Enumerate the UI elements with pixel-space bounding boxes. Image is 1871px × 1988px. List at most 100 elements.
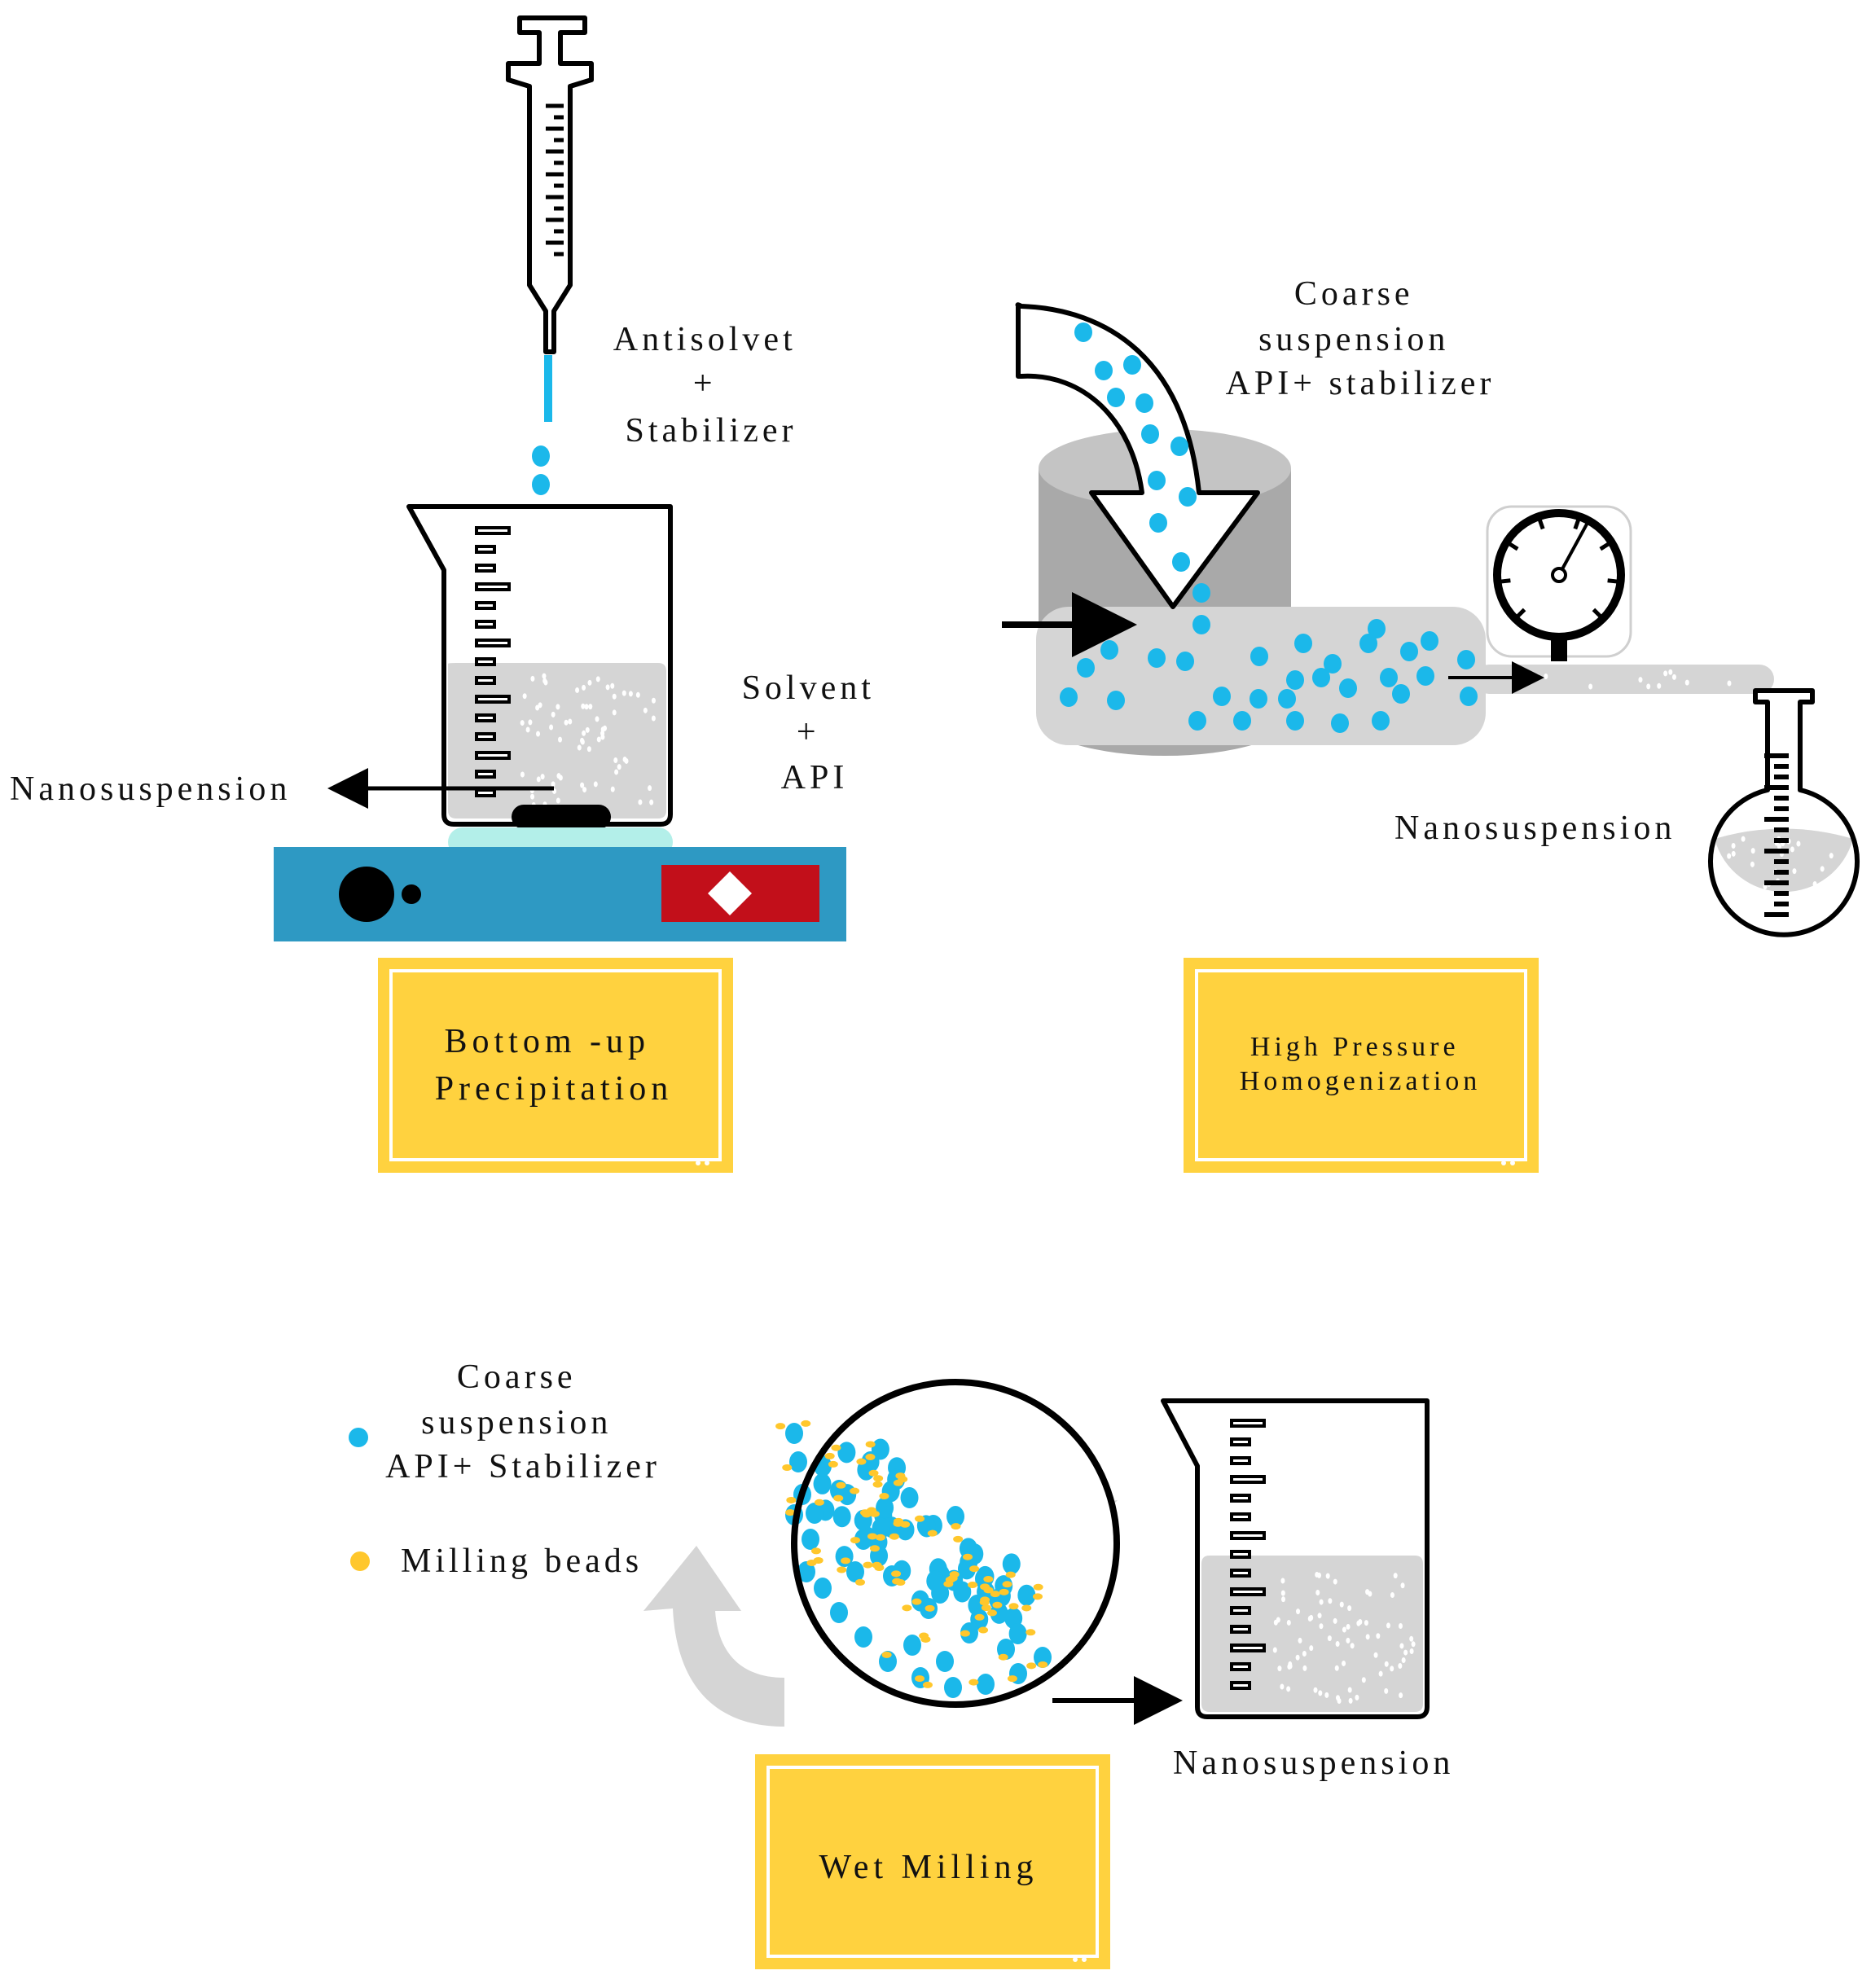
milling-bead [850, 1487, 860, 1494]
milling-bead [831, 1444, 841, 1451]
suspension-dot [530, 675, 535, 682]
milling-bead [902, 1604, 912, 1612]
milling-bead [814, 1499, 824, 1506]
milling-bead [879, 1493, 889, 1500]
api-particle [1368, 619, 1386, 639]
input-arrow [1015, 302, 1260, 609]
api-particle [1372, 711, 1390, 731]
gauge-tick [1592, 608, 1602, 618]
hph-label-box: High Pressure Homogenization [1184, 958, 1539, 1173]
suspension-dot [1335, 1641, 1340, 1648]
milling-bead [801, 1420, 811, 1427]
suspension-dot [1272, 1647, 1277, 1653]
milling-bead [983, 1576, 994, 1583]
api-particle [785, 1423, 803, 1444]
graduation-mark [1230, 1569, 1251, 1578]
api-particle [1457, 650, 1475, 669]
flask-graduation [1774, 859, 1789, 864]
suspension-dot [587, 679, 592, 686]
api-particle [1192, 583, 1210, 603]
api-particle [903, 1635, 921, 1656]
milling-bead [969, 1565, 980, 1573]
milling-bead [1021, 1604, 1032, 1612]
graduation-mark [475, 751, 511, 760]
flask-graduation [1774, 775, 1789, 779]
api-particle [814, 1578, 832, 1599]
suspension-dot [1342, 1660, 1346, 1666]
suspension-dot [1281, 1596, 1286, 1603]
suspension-dot [1327, 1635, 1332, 1642]
suspension-dot [1393, 1573, 1398, 1579]
suspension-dot [542, 673, 547, 679]
suspension-dot [612, 709, 617, 716]
milling-bead [992, 1601, 1003, 1608]
suspension-dot [1588, 683, 1593, 690]
suspension-dot [1823, 884, 1828, 891]
milling-bead [1026, 1629, 1036, 1636]
suspension-dot [536, 731, 541, 737]
suspension-dot [1346, 1623, 1351, 1630]
milling-bead [824, 1452, 835, 1459]
flask-graduation [1764, 880, 1789, 885]
suspension-dot [1796, 840, 1801, 847]
api-particle [1278, 689, 1296, 709]
milling-bead [960, 1630, 970, 1637]
graduation-mark [1230, 1587, 1266, 1596]
api-particle [990, 1602, 1008, 1624]
flask-graduation [1764, 817, 1789, 822]
suspension-dot [1390, 1592, 1394, 1599]
suspension-dot [651, 697, 656, 704]
suspension-dot [1358, 1618, 1363, 1625]
api-particle [789, 1451, 807, 1472]
api-particle [830, 1602, 848, 1623]
suspension-dot [580, 737, 585, 744]
suspension-dot [551, 711, 556, 718]
api-particle [1392, 684, 1410, 704]
suspension-dot [538, 702, 542, 709]
suspension-dot [1398, 1662, 1403, 1669]
api-particle [1380, 668, 1398, 687]
milling-bead [1038, 1661, 1048, 1668]
suspension-dot [1741, 836, 1746, 842]
milling-bead [810, 1547, 821, 1555]
graduation-mark [475, 788, 496, 797]
graduation-mark [1230, 1494, 1251, 1503]
milling-bead [875, 1534, 885, 1541]
suspension-dot [1364, 1620, 1368, 1626]
api-particles [1060, 323, 1478, 733]
suspension-dot [1333, 1578, 1337, 1585]
api-particle [1135, 393, 1153, 413]
graduation-mark [475, 695, 511, 704]
suspension-dot [540, 774, 545, 780]
milling-bead [1008, 1603, 1019, 1610]
milling-bead [867, 1533, 877, 1540]
graduation-mark [475, 526, 511, 535]
wet-milling-panel: Coarse suspension API+ Stabilizer Millin… [349, 1358, 1450, 1969]
gauge-tick [1516, 608, 1526, 618]
suspension-dot [1295, 1654, 1300, 1661]
suspension-dot [582, 730, 586, 736]
graduation-mark [1230, 1625, 1251, 1634]
suspension-dot [1319, 1599, 1324, 1605]
suspension-dot [556, 773, 561, 779]
api-particle [1095, 361, 1113, 380]
milling-bead [922, 1681, 933, 1688]
milling-bead [889, 1533, 899, 1540]
suspension-dot [577, 744, 582, 751]
suspension-dot [530, 793, 535, 800]
milling-bead [874, 1565, 885, 1572]
suspension-dot [603, 725, 608, 731]
milling-bead [1005, 1571, 1016, 1578]
milling-bead [785, 1509, 796, 1516]
api-particle [1060, 687, 1078, 707]
milling-bead [828, 1460, 838, 1468]
milling-bead [927, 1529, 938, 1537]
graduation-mark [475, 582, 511, 591]
rotation-arrow-icon-2 [643, 1546, 784, 1727]
gauge-tick [1537, 519, 1545, 530]
suspension-dot [617, 764, 621, 770]
suspension-dot [638, 799, 643, 805]
suspension-dot [1731, 842, 1736, 849]
graduation-mark [475, 639, 511, 647]
suspension-dot [1339, 1601, 1344, 1608]
